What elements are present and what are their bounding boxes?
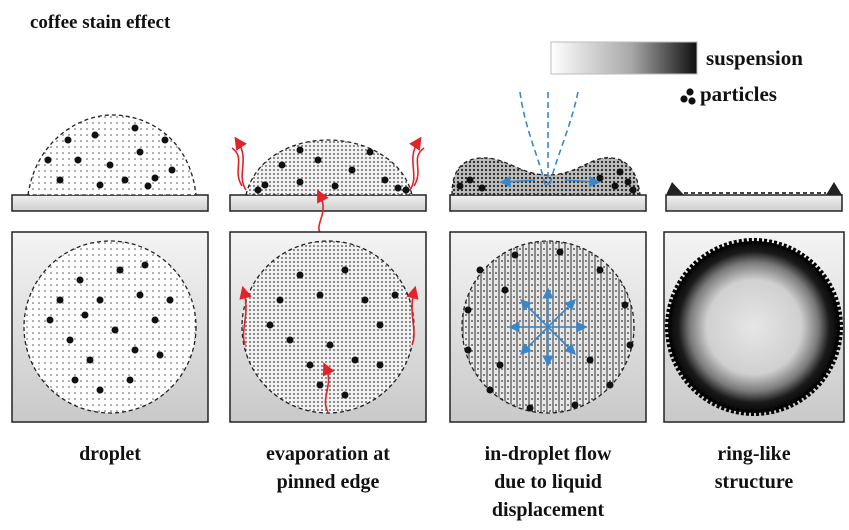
side-particles-2 <box>254 146 410 194</box>
caption-ring: ring-like structure <box>654 440 849 496</box>
caption-line: structure <box>714 471 794 493</box>
caption-line: droplet <box>79 443 141 465</box>
page-title: coffee stain effect <box>30 12 171 33</box>
substrate <box>665 194 843 212</box>
stage-ring-side <box>665 182 843 212</box>
substrate <box>229 194 427 212</box>
stage-flow-side <box>449 91 647 212</box>
side-particles-3 <box>456 168 637 194</box>
top-particles-2 <box>266 266 399 399</box>
stage-evaporation-side <box>229 136 427 236</box>
stage-ring-top <box>663 231 845 423</box>
substrate <box>449 194 647 212</box>
droplet-cap <box>27 114 197 196</box>
evaporation-arrows-top <box>239 285 419 413</box>
caption-line: evaporation at <box>266 443 390 465</box>
caption-line: displacement <box>491 499 605 521</box>
legend-suspension-label: suspension <box>706 46 803 70</box>
legend <box>550 41 698 105</box>
stage-droplet-side <box>11 114 209 212</box>
caption-line: in-droplet flow <box>484 443 612 465</box>
particles-icon <box>680 88 696 105</box>
ring-top-view <box>668 241 840 413</box>
flow-arrows-top <box>508 287 588 367</box>
flow-arrows-side <box>519 91 579 186</box>
caption-droplet: droplet <box>10 440 210 468</box>
top-particles-1 <box>46 261 174 394</box>
caption-line: due to liquid <box>494 471 602 493</box>
stage-evaporation-top <box>229 231 427 423</box>
droplet-top-view <box>23 240 197 414</box>
stage-droplet-top <box>11 231 209 423</box>
top-particles-3 <box>464 248 634 412</box>
stage-flow-top <box>449 231 647 423</box>
caption-line: ring-like <box>717 443 791 465</box>
droplet-cap <box>245 139 413 196</box>
caption-evaporation: evaporation at pinned edge <box>228 440 428 496</box>
caption-flow: in-droplet flow due to liquid displaceme… <box>448 440 648 524</box>
suspension-gradient-swatch <box>550 41 698 75</box>
ring-edge <box>665 238 843 416</box>
legend-particles-label: particles <box>700 82 777 106</box>
side-particles-1 <box>44 124 176 190</box>
substrate <box>11 194 209 212</box>
caption-line: pinned edge <box>276 471 380 493</box>
flow-arrows-side-heads <box>499 176 601 188</box>
